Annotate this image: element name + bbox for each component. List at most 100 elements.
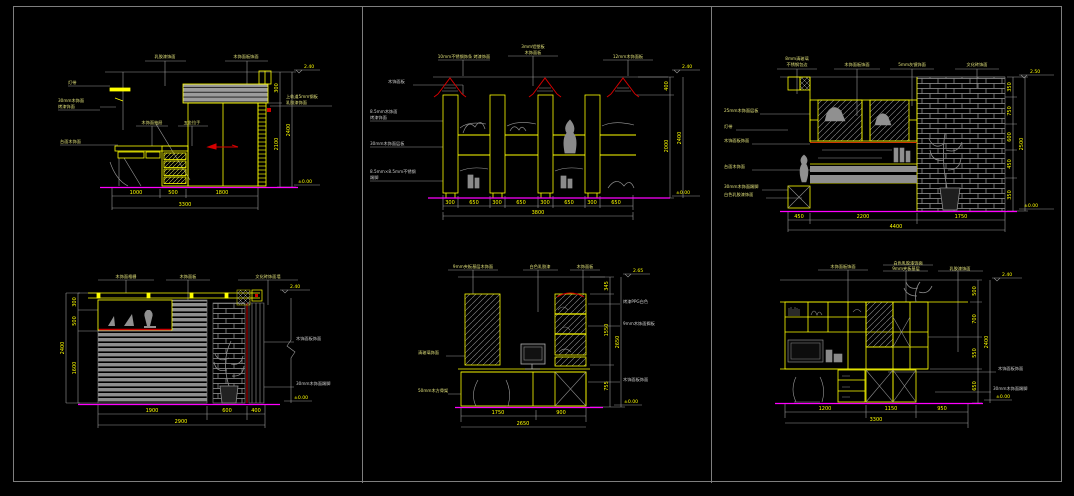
material-label: 五金拉手	[184, 119, 201, 126]
material-label: 木饰面板饰面	[233, 53, 258, 60]
shelf-contents	[554, 306, 587, 407]
dim-label: 1800	[216, 190, 229, 196]
monitor	[520, 343, 546, 370]
marker-dot	[255, 294, 258, 297]
material-label: 5mm灰镜饰面	[898, 61, 926, 68]
desk-surfaces	[810, 166, 917, 183]
elevation-desk-mirror: 9mm夹板基层木饰面 白色乳胶漆 木饰面板 清玻璃饰面 50mm木方骨架 烤漆P…	[418, 263, 656, 428]
viewport-divider-2	[711, 6, 712, 483]
wall-unit-grid	[780, 301, 968, 403]
dim-label: 650	[469, 200, 479, 206]
level-mark: 2.40	[1002, 272, 1012, 278]
dim-total: 2400	[286, 124, 292, 137]
dim-label: 300	[492, 200, 502, 206]
dim-label: 300	[587, 200, 597, 206]
material-label: 乳胶漆饰面	[155, 53, 176, 60]
level-mark: ±0.00	[996, 394, 1010, 400]
shelf-contents	[787, 307, 917, 403]
spotlight-hatch	[442, 87, 631, 92]
dim-label: 700	[972, 314, 978, 324]
dim-label: 2000	[664, 140, 670, 153]
material-label: 9mm木饰面搁板	[623, 320, 656, 327]
dim-label: 550	[972, 348, 978, 358]
door-swing-arrow	[206, 108, 271, 150]
elevation-display-shelves: 10mm不锈钢饰条 烤漆饰面 3mm铝塑板 木饰面板 12mm木饰面板 木饰面板…	[370, 43, 700, 220]
material-label: 不锈钢包边	[787, 61, 809, 68]
material-label: 乳胶漆饰面	[950, 265, 971, 272]
dim-label: 350	[1007, 82, 1013, 92]
level-mark: 2.40	[304, 64, 314, 70]
dim-total: 2650	[517, 421, 530, 427]
level-mark: ±0.00	[294, 395, 308, 401]
material-label: 乳胶漆饰面	[286, 99, 307, 106]
dim-label: 400	[251, 408, 261, 414]
plant	[928, 132, 963, 211]
dim-label: 400	[664, 81, 670, 91]
material-label: 木饰面板饰面	[724, 137, 749, 144]
dim-total: 3300	[179, 202, 192, 208]
material-label: 上轨道5mm钢板	[286, 93, 319, 100]
dim-label: 900	[556, 410, 566, 416]
dim-label: 450	[1007, 159, 1013, 169]
level-mark: ±0.00	[298, 179, 312, 185]
spotlight-symbols	[433, 77, 640, 98]
dim-label: 755	[604, 381, 610, 391]
dim-label: 450	[794, 214, 804, 220]
dim-label: 300	[445, 200, 455, 206]
track-box	[251, 289, 263, 302]
shelf-unit	[554, 293, 587, 356]
material-label: 30mm木饰面踢脚	[296, 380, 330, 387]
dim-label: 1900	[146, 408, 159, 414]
level-symbol	[993, 277, 1001, 282]
shelf-columns	[442, 94, 636, 198]
material-label: 文化砖饰面墙	[255, 273, 280, 280]
dim-total: 2500	[1019, 138, 1025, 151]
elevation-door-desk: 乳胶漆饰面 木饰面板饰面 灯带 30mm木饰面 烤漆饰面 台面木饰面 木饰面抽屉…	[58, 53, 332, 210]
leader-dim-lines	[446, 269, 650, 428]
drawer-pedestal	[161, 145, 189, 187]
material-label: 木饰面格栅	[116, 273, 137, 280]
material-label: 白色乳胶漆饰面	[724, 191, 753, 198]
material-label: 30mm木饰面踢脚	[993, 385, 1027, 392]
material-label: 10mm不锈钢饰条 烤漆饰面	[438, 53, 491, 60]
material-label: 踢脚	[370, 174, 378, 181]
material-label: 木饰面板	[525, 49, 543, 56]
dim-label: 650	[972, 381, 978, 391]
leader-dim-lines	[736, 68, 1054, 232]
elevation-slat-wall: 木饰面格栅 木饰面板 文化砖饰面墙 木饰面板饰面 30mm木饰面踢脚 300 5…	[60, 273, 330, 428]
dim-total: 2400	[984, 336, 990, 349]
dim-total: 4400	[890, 224, 903, 230]
elevation-cabinet-brick: 8mm清玻璃 不锈钢包边 木饰面板饰面 5mm灰镜饰面 文化砖饰面 25mm木饰…	[724, 55, 1054, 232]
decor-items	[787, 107, 911, 209]
material-label: 木饰面板饰面	[296, 335, 321, 342]
material-label: 白色乳胶漆饰面	[893, 260, 922, 267]
material-label: 文化砖饰面	[967, 61, 988, 68]
top-rail	[88, 292, 260, 299]
material-label: 9mm夹板基层木饰面	[453, 263, 493, 270]
material-label: 9mm夹板基层	[892, 265, 920, 272]
level-symbol	[624, 273, 632, 278]
display-niche	[97, 299, 173, 331]
dim-total: 2900	[175, 419, 188, 425]
material-label: 灯带	[68, 79, 76, 86]
dim-label: 1600	[72, 362, 78, 375]
uplight-arc	[556, 292, 585, 298]
leader-dim-lines	[780, 264, 1022, 428]
material-label: 50mm木方骨架	[418, 387, 448, 394]
material-label: 台面木饰面	[60, 138, 81, 145]
material-label: 烤漆饰面	[58, 103, 75, 110]
material-label: 8.5mm木饰面	[370, 108, 397, 115]
dim-label: 650	[611, 200, 621, 206]
viewport-divider-1	[362, 6, 363, 483]
plant	[903, 281, 933, 303]
dim-total: 2400	[677, 132, 683, 145]
material-label: 木饰面板	[180, 273, 198, 280]
material-label: 白色乳胶漆	[530, 263, 551, 270]
desk-counter	[114, 145, 189, 152]
dim-label: 1750	[492, 410, 505, 416]
level-mark: 2.40	[682, 64, 692, 70]
viewport-frame	[13, 6, 1062, 482]
beam-section	[236, 289, 251, 306]
material-label: 木饰面板饰面	[998, 365, 1023, 372]
